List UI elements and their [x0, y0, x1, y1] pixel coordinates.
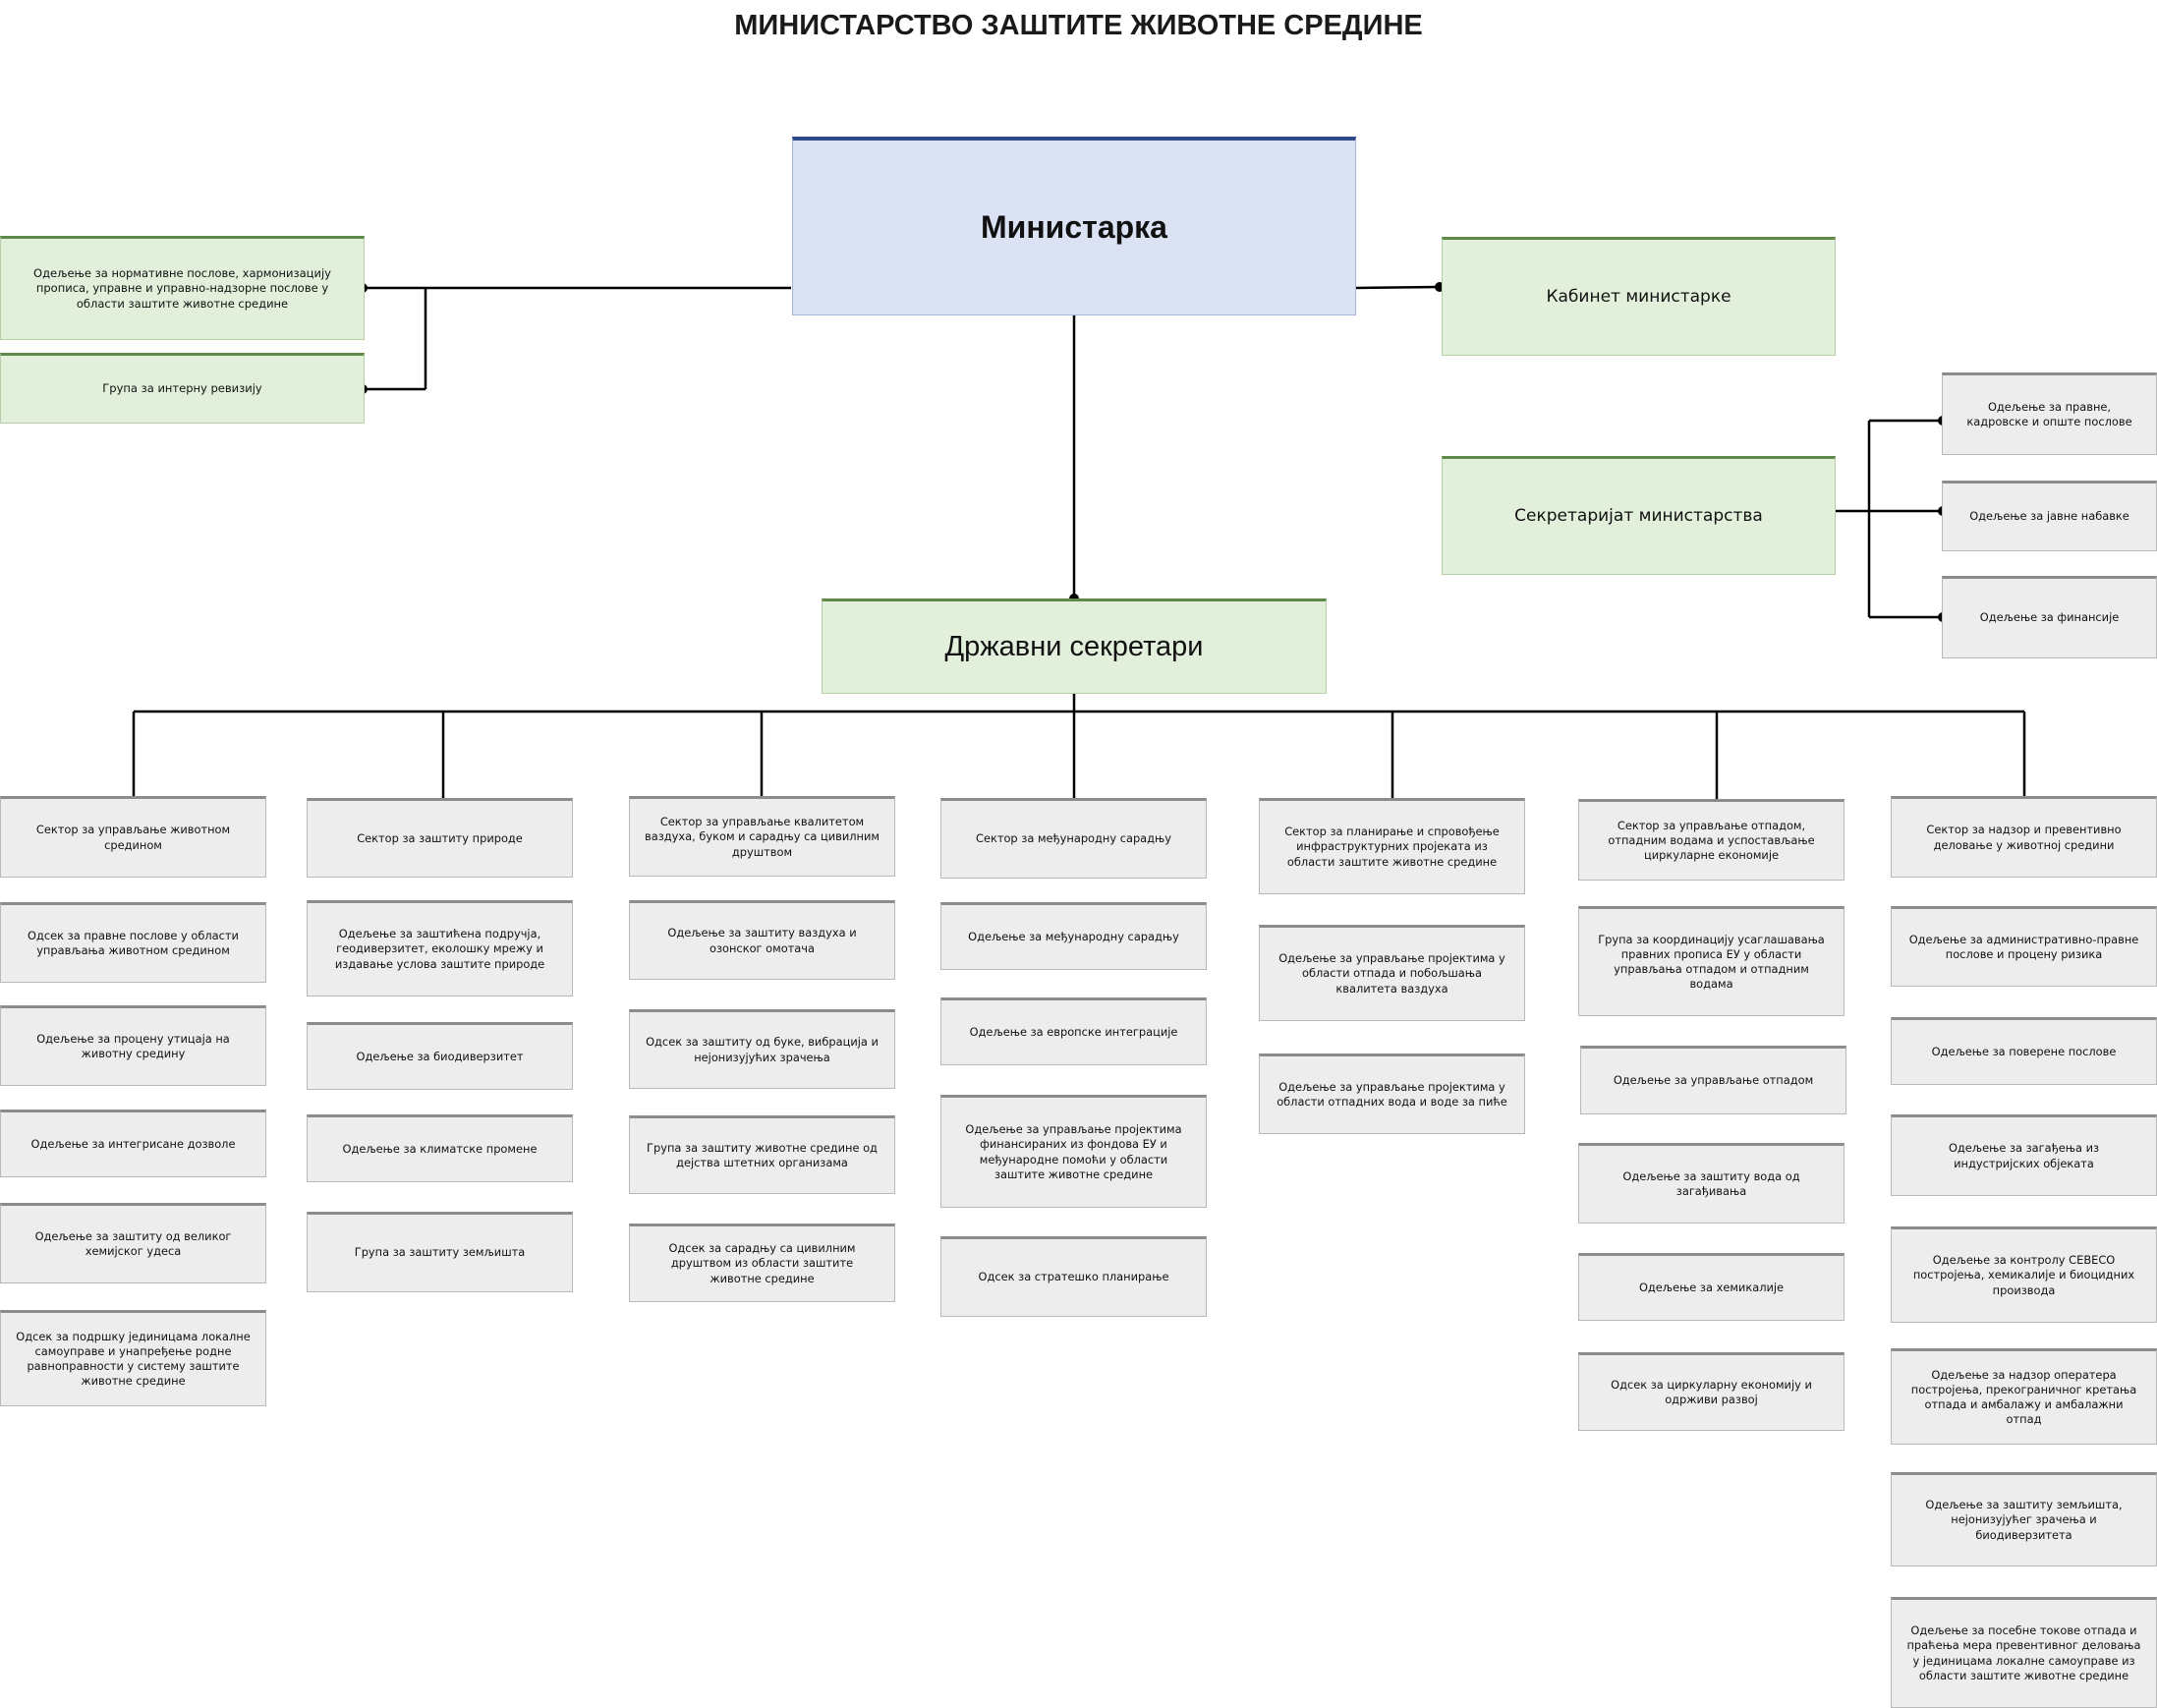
unit-box: Одељење за управљање пројектима финансир…	[940, 1095, 1207, 1208]
sector-box: Сектор за управљање животном средином	[0, 796, 266, 878]
unit-box: Група за заштиту земљишта	[307, 1212, 573, 1292]
unit-box: Одељење за управљање пројектима у област…	[1259, 925, 1525, 1021]
secretariat-unit: Одељење за финансије	[1942, 576, 2157, 658]
secretariat-box: Секретаријат министарства	[1442, 456, 1836, 575]
unit-box: Одељење за управљање отпадом	[1580, 1046, 1846, 1114]
unit-box: Одељење за надзор оператера постројења, …	[1891, 1348, 2157, 1445]
unit-box: Одељење за посебне токове отпада и праће…	[1891, 1597, 2157, 1708]
unit-box: Одељење за интегрисане дозволе	[0, 1110, 266, 1177]
unit-box: Одељење за биодиверзитет	[307, 1022, 573, 1090]
unit-box: Одсек за подршку јединицама локалне само…	[0, 1310, 266, 1406]
unit-box: Одељење за хемикалије	[1578, 1253, 1845, 1321]
left-unit-normative: Одељење за нормативне послове, хармониза…	[0, 236, 365, 340]
minister-box: Министарка	[792, 137, 1356, 315]
unit-box: Одељење за процену утицаја на животну ср…	[0, 1005, 266, 1086]
sector-box: Сектор за управљање отпадом, отпадним во…	[1578, 799, 1845, 881]
unit-box: Одељење за европске интеграције	[940, 997, 1207, 1065]
cabinet-box: Кабинет министарке	[1442, 237, 1836, 356]
unit-box: Одељење за загађења из индустријских обј…	[1891, 1114, 2157, 1196]
sector-box: Сектор за управљање квалитетом ваздуха, …	[629, 796, 895, 877]
secretariat-unit: Одељење за јавне набавке	[1942, 481, 2157, 551]
unit-box: Одсек за заштиту од буке, вибрација и не…	[629, 1009, 895, 1089]
left-unit-internal-audit: Група за интерну ревизију	[0, 353, 365, 424]
unit-box: Одељење за климатске промене	[307, 1114, 573, 1182]
unit-box: Група за заштиту животне средине од дејс…	[629, 1115, 895, 1194]
unit-box: Одсек за правне послове у области управљ…	[0, 902, 266, 983]
unit-box: Одељење за заштиту од великог хемијског …	[0, 1203, 266, 1283]
unit-box: Одељење за међународну сарадњу	[940, 902, 1207, 970]
page-title: МИНИСТАРСТВО ЗАШТИТЕ ЖИВОТНЕ СРЕДИНЕ	[734, 10, 1423, 41]
unit-box: Одељење за контролу СЕВЕСО постројења, х…	[1891, 1226, 2157, 1323]
unit-box: Група за координацију усаглашавања правн…	[1578, 906, 1845, 1016]
secretariat-unit: Одељење за правне, кадровске и опште пос…	[1942, 372, 2157, 455]
state-secretaries-box: Државни секретари	[822, 598, 1327, 694]
unit-box: Одсек за циркуларну економију и одрживи …	[1578, 1352, 1845, 1431]
sector-box: Сектор за планирање и спровођење инфраст…	[1259, 798, 1525, 894]
unit-box: Одељење за заштиту ваздуха и озонског ом…	[629, 900, 895, 980]
unit-box: Одељење за поверене послове	[1891, 1017, 2157, 1085]
unit-box: Одељење за заштићена подручја, геодиверз…	[307, 900, 573, 996]
sector-box: Сектор за заштиту природе	[307, 798, 573, 878]
unit-box: Одељење за заштиту вода од загађивања	[1578, 1143, 1845, 1224]
unit-box: Одсек за сарадњу са цивилним друштвом из…	[629, 1224, 895, 1302]
sector-box: Сектор за међународну сарадњу	[940, 798, 1207, 879]
unit-box: Одељење за административно-правне послов…	[1891, 906, 2157, 987]
sector-box: Сектор за надзор и превентивно деловање …	[1891, 796, 2157, 878]
unit-box: Одсек за стратешко планирање	[940, 1236, 1207, 1317]
unit-box: Одељење за управљање пројектима у област…	[1259, 1053, 1525, 1134]
unit-box: Одељење за заштиту земљишта, нејонизујућ…	[1891, 1472, 2157, 1566]
